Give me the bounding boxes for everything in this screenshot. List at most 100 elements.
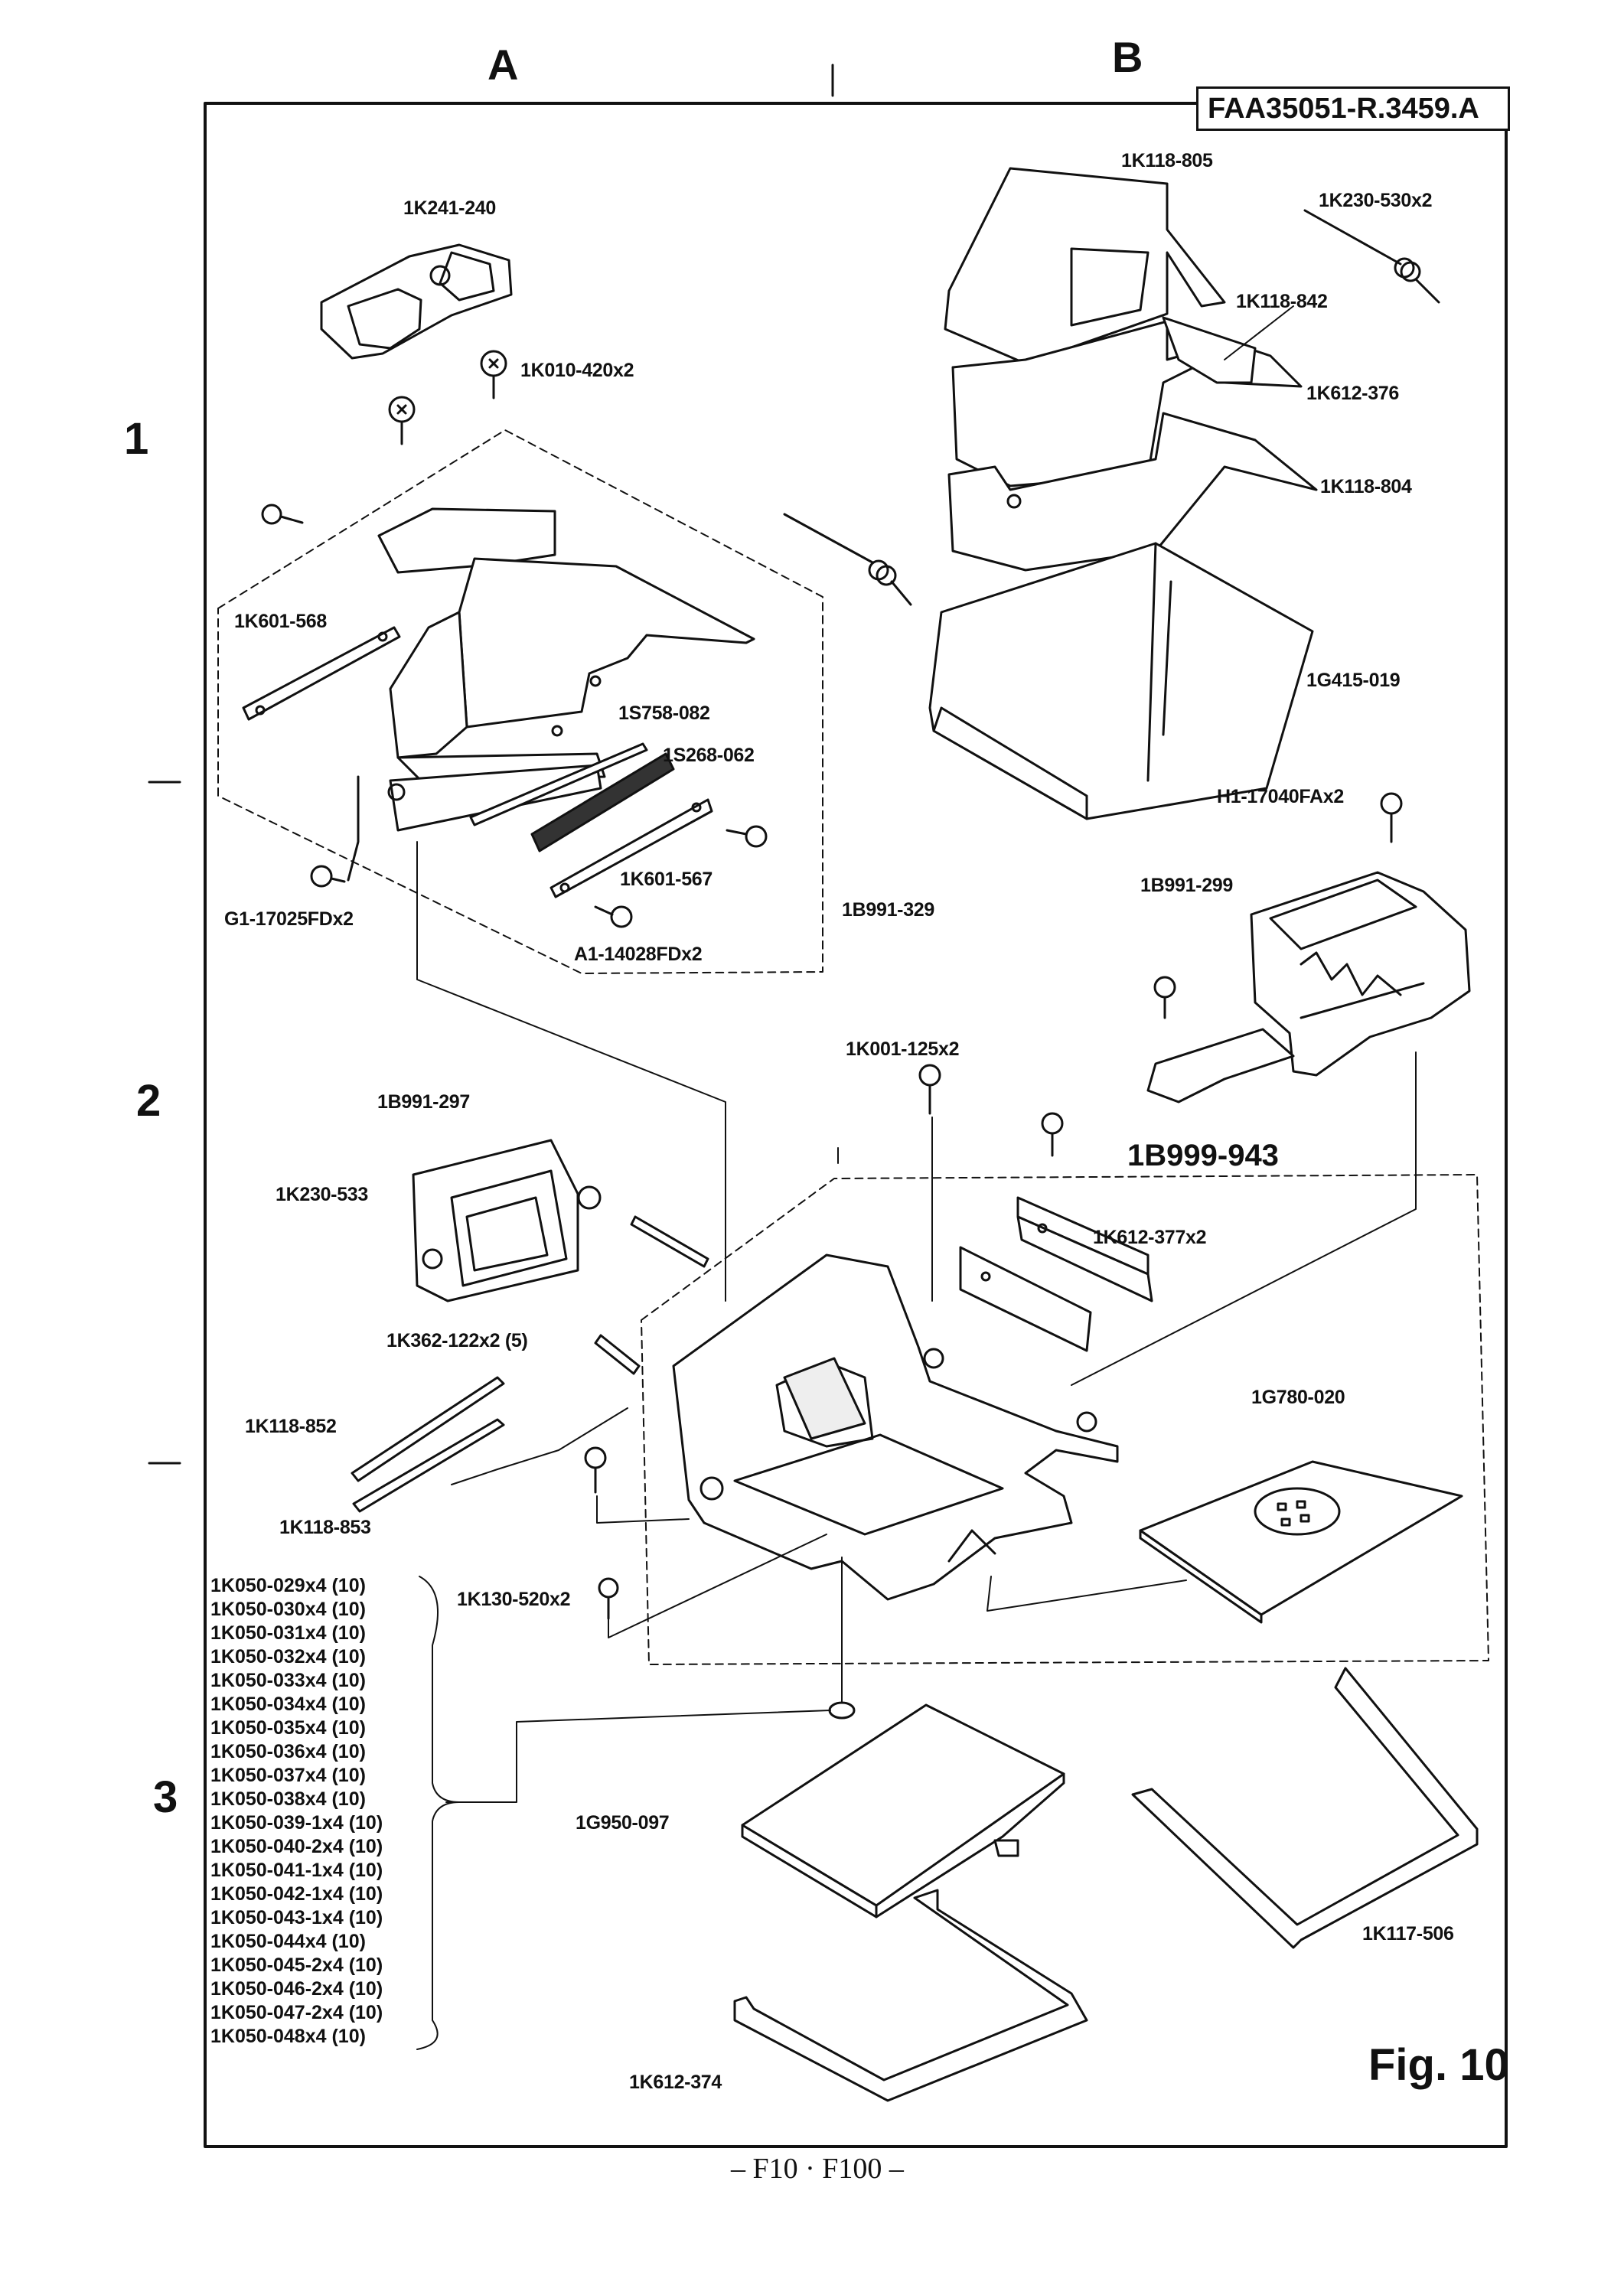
label-H1-17040FA: H1-17040FAx2	[1217, 786, 1344, 807]
page-frame	[204, 102, 1508, 2148]
part-1G780-020-screen	[1139, 1460, 1463, 1624]
part-1K241-240-bracket	[320, 243, 513, 360]
leader-lines	[416, 305, 1417, 2050]
label-1B991-329: 1B991-329	[842, 899, 935, 921]
part-1S268-062-filter	[530, 752, 675, 852]
list-item: 1K050-043-1x4 (10)	[210, 1907, 383, 1928]
screw-G1-17025FD	[310, 865, 346, 888]
list-item: 1K050-048x4 (10)	[210, 2026, 366, 2047]
spring-1K230-530-a	[1303, 209, 1440, 304]
screw-1K118-853	[584, 1446, 607, 1494]
part-1K118-853-strip	[352, 1418, 505, 1513]
part-1K612-376-strip	[1162, 316, 1257, 384]
part-1K612-377-plate-a	[1016, 1196, 1153, 1302]
part-1S758-082-rod	[469, 742, 648, 826]
list-item: 1K050-046-2x4 (10)	[210, 1978, 383, 2000]
label-1K001-125: 1K001-125x2	[846, 1038, 960, 1060]
figure-label: Fig. 10	[1368, 2040, 1509, 2090]
column-header-b: B	[1112, 33, 1143, 81]
label-1K362-122: 1K362-122x2 (5)	[386, 1330, 528, 1351]
row-header-2: 2	[136, 1076, 161, 1126]
assembly-outline-1B999-943	[641, 1174, 1489, 1665]
spring-1K230-530-b	[783, 513, 912, 606]
label-1K612-377: 1K612-377x2	[1093, 1227, 1207, 1248]
part-1B999-943-mirror-box	[672, 1253, 1119, 1601]
label-1K612-376: 1K612-376	[1306, 383, 1400, 404]
part-1G950-097-plate	[741, 1703, 1065, 1918]
label-1K118-805: 1K118-805	[1121, 150, 1213, 171]
part-1K612-374-bracket	[733, 1889, 1088, 2102]
label-1B991-297: 1B991-297	[377, 1091, 471, 1113]
label-1S268-062: 1S268-062	[663, 745, 755, 766]
list-item: 1K050-031x4 (10)	[210, 1622, 366, 1644]
part-1B991-297-block	[412, 1139, 602, 1302]
label-1K230-533: 1K230-533	[276, 1184, 369, 1205]
label-1G415-019: 1G415-019	[1306, 670, 1401, 691]
label-1K118-804: 1K118-804	[1320, 476, 1412, 497]
list-item: 1K050-029x4 (10)	[210, 1575, 366, 1596]
part-housing-bottom-frame	[387, 764, 602, 832]
label-1K117-506: 1K117-506	[1362, 1923, 1454, 1945]
label-1K118-852: 1K118-852	[245, 1416, 337, 1437]
assembly-outline-1B991-329	[217, 429, 823, 974]
label-1B999-943: 1B999-943	[1127, 1139, 1279, 1172]
screw-A1-14028FD-side	[726, 825, 768, 848]
screw-1K010-420-a	[480, 350, 507, 399]
page-footer: – F10 · F100 –	[731, 2153, 904, 2185]
part-1K601-567-strip	[549, 798, 713, 898]
label-1S758-082: 1S758-082	[618, 703, 710, 724]
part-housing-upper	[377, 507, 755, 782]
label-A1-14028FD: A1-14028FDx2	[574, 944, 703, 965]
screw-1K130-520	[598, 1577, 619, 1620]
screw-1B991-299	[1153, 976, 1176, 1019]
label-1K230-530: 1K230-530x2	[1319, 190, 1433, 211]
part-1K601-568-strip	[242, 626, 401, 721]
label-1G950-097: 1G950-097	[576, 1812, 670, 1834]
list-item: 1K050-040-2x4 (10)	[210, 1836, 383, 1857]
part-1K612-377-plate-b	[959, 1246, 1092, 1352]
part-1K362-122-pin	[594, 1334, 641, 1375]
label-1K118-853: 1K118-853	[279, 1517, 371, 1538]
column-header-a: A	[488, 41, 519, 89]
list-item: 1K050-035x4 (10)	[210, 1717, 366, 1739]
label-1K130-520: 1K130-520x2	[457, 1589, 571, 1610]
list-item: 1K050-047-2x4 (10)	[210, 2002, 383, 2023]
screw-A1-14028FD	[594, 905, 633, 928]
list-item: 1K050-041-1x4 (10)	[210, 1860, 383, 1881]
list-item: 1K050-037x4 (10)	[210, 1765, 366, 1786]
part-1K118-852-strip	[351, 1376, 505, 1482]
leader-bracket	[347, 775, 360, 882]
label-G1-17025FD: G1-17025FDx2	[224, 908, 354, 930]
part-1B991-299-assembly	[1146, 871, 1471, 1103]
washer	[828, 1701, 856, 1720]
label-1B991-299: 1B991-299	[1140, 875, 1234, 896]
row-header-3: 3	[153, 1772, 178, 1822]
list-item: 1K050-036x4 (10)	[210, 1741, 366, 1762]
label-1K601-568: 1K601-568	[234, 611, 328, 632]
list-item: 1K050-038x4 (10)	[210, 1788, 366, 1810]
screw-1K612-377	[1041, 1112, 1064, 1157]
label-1K241-240: 1K241-240	[403, 197, 497, 219]
label-1K118-842: 1K118-842	[1236, 291, 1328, 312]
list-item: 1K050-039-1x4 (10)	[210, 1812, 383, 1834]
label-1G780-020: 1G780-020	[1251, 1387, 1345, 1408]
list-item: 1K050-034x4 (10)	[210, 1694, 366, 1715]
list-item: 1K050-032x4 (10)	[210, 1646, 366, 1667]
part-1K118-804-cover	[947, 412, 1318, 572]
list-item: 1K050-045-2x4 (10)	[210, 1954, 383, 1976]
screw-1K010-420-b	[388, 396, 416, 445]
part-1K118-805-cover	[944, 167, 1226, 365]
shim-part-list: 1K050-029x4 (10) 1K050-030x4 (10) 1K050-…	[210, 1574, 383, 2049]
row-header-1: 1	[124, 414, 149, 464]
label-1K612-374: 1K612-374	[629, 2072, 722, 2093]
screw-side	[261, 504, 304, 525]
part-1G415-019-housing	[928, 542, 1314, 820]
reference-code: FAA35051-R.3459.A	[1196, 86, 1510, 131]
list-item: 1K050-030x4 (10)	[210, 1599, 366, 1620]
part-1K230-533-pin	[630, 1215, 709, 1268]
list-item: 1K050-033x4 (10)	[210, 1670, 366, 1691]
screw-1K001-125	[918, 1064, 941, 1115]
screw-H1-17040FA	[1380, 792, 1403, 843]
label-1K010-420: 1K010-420x2	[520, 360, 634, 381]
